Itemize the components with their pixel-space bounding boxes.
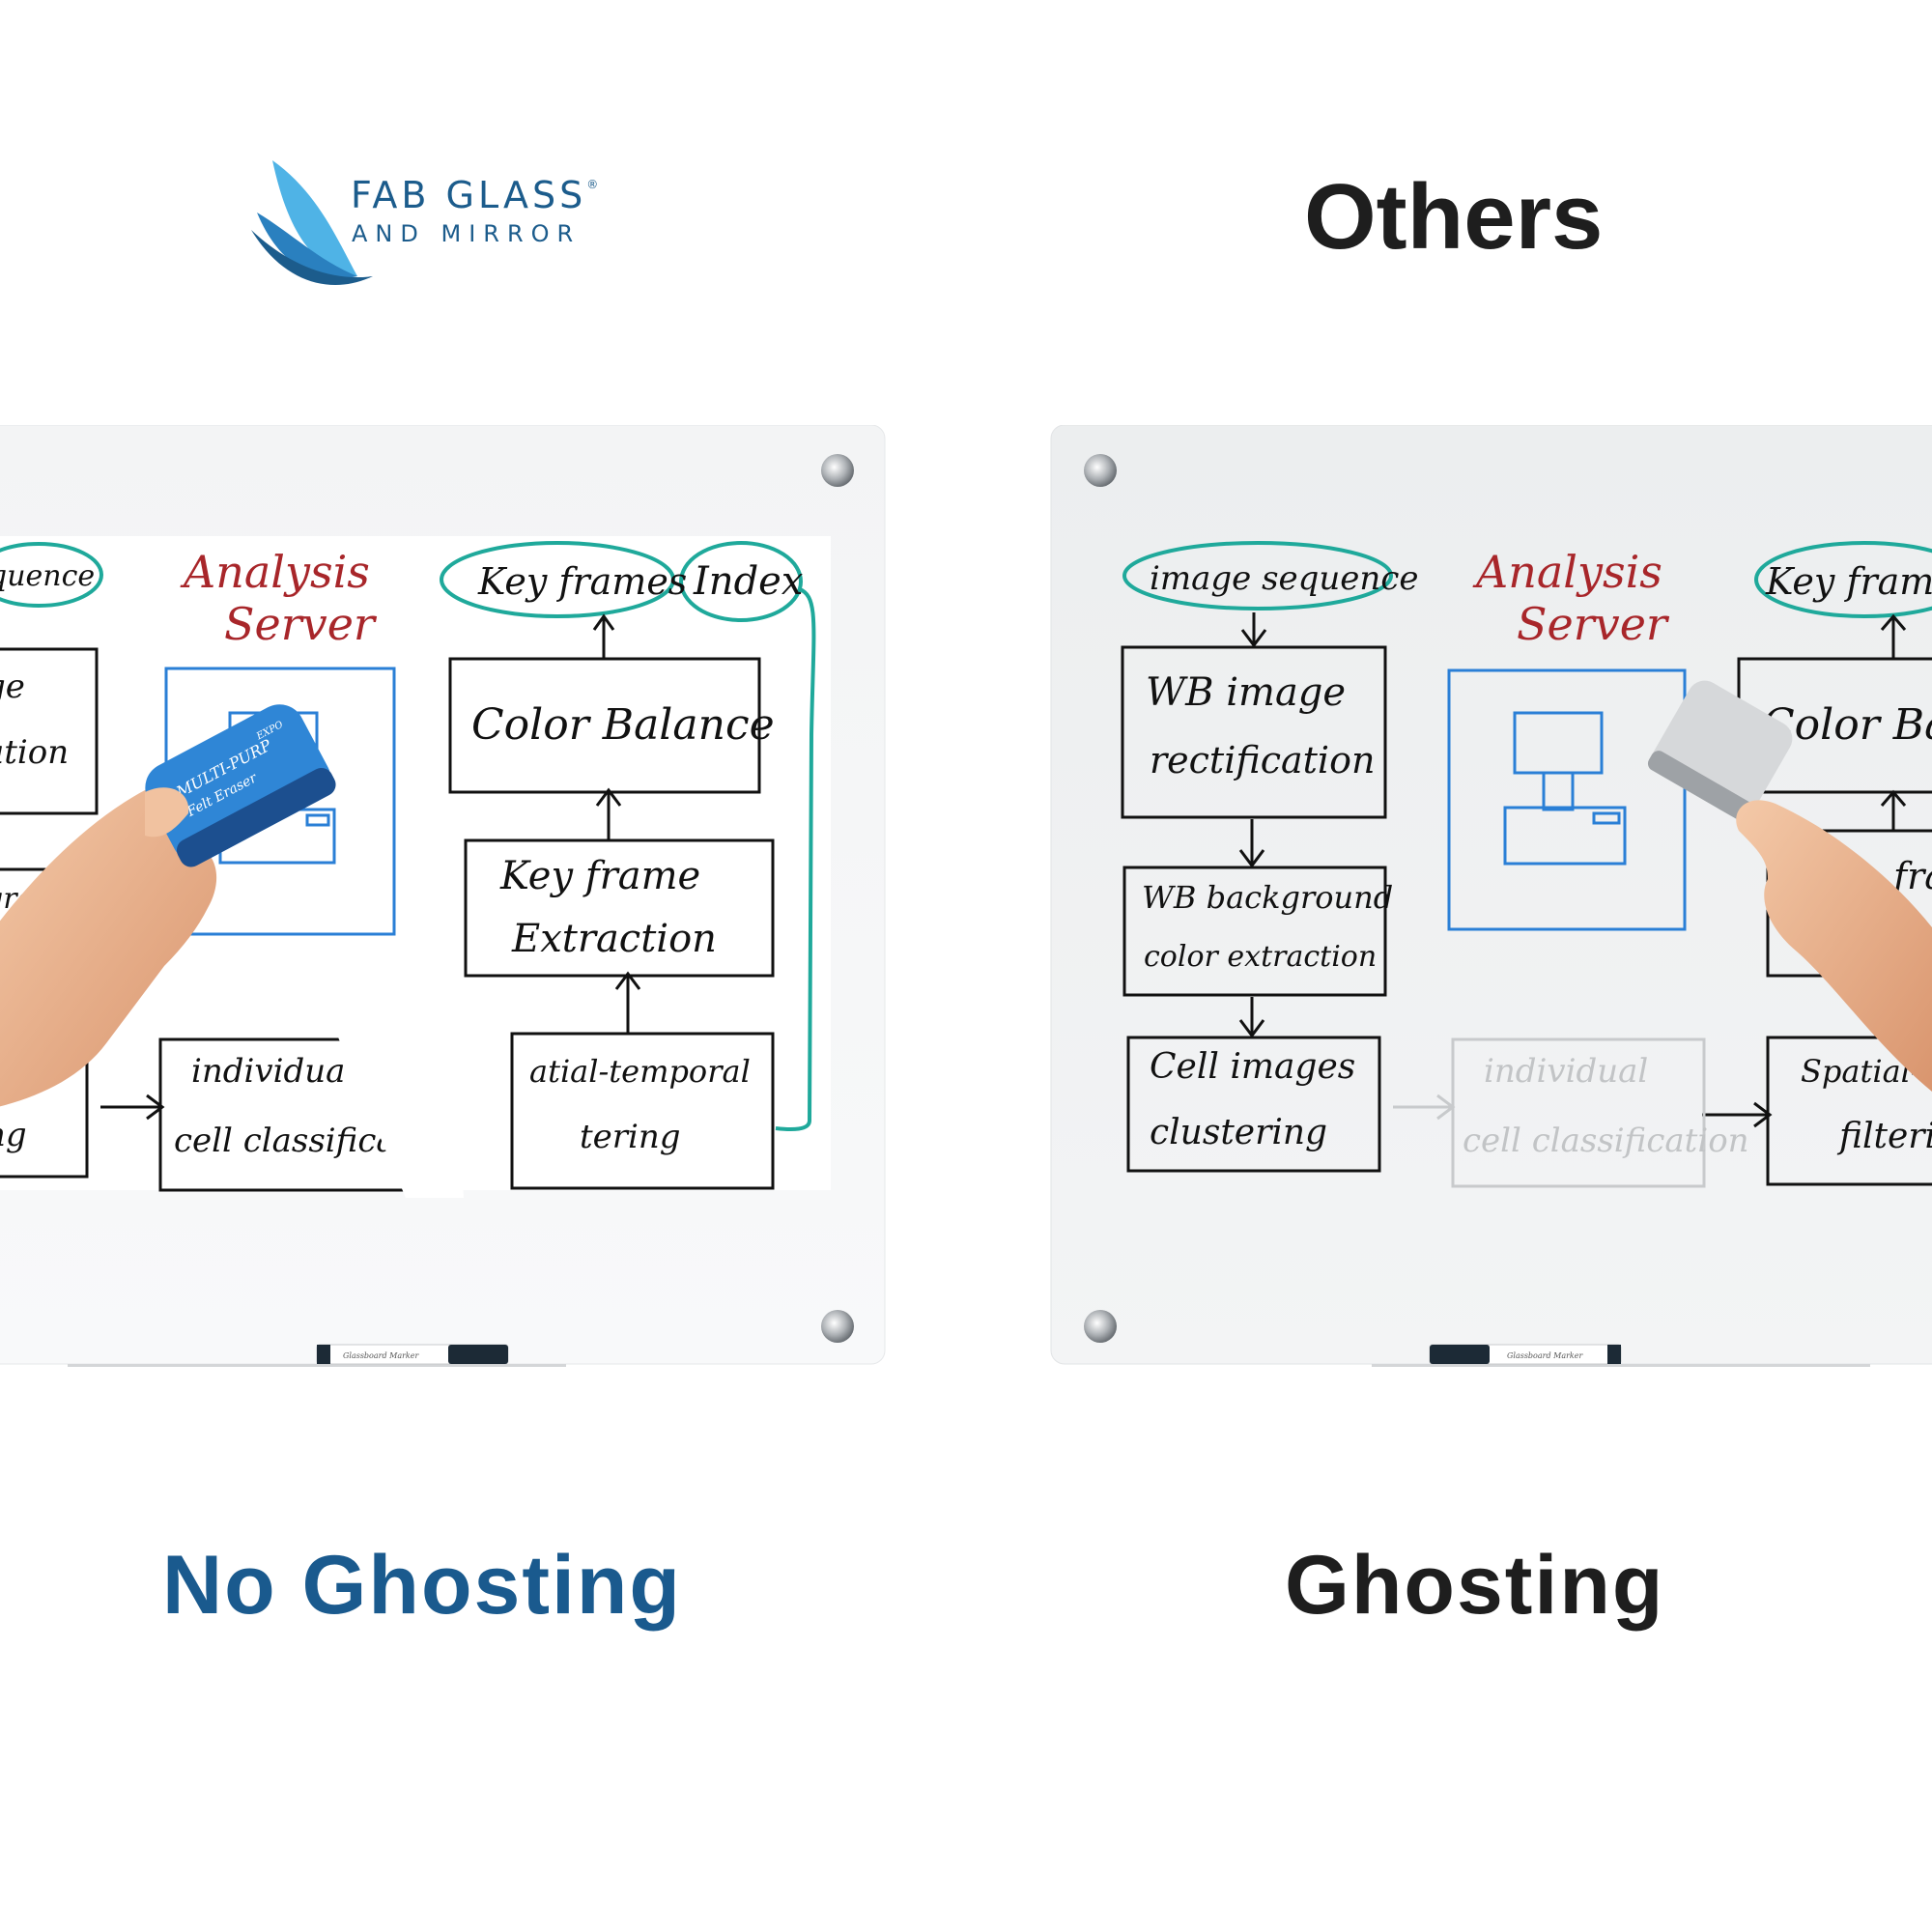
marker-label: Glassboard Marker: [1507, 1351, 1583, 1360]
ghosting-label: Ghosting: [1285, 1539, 1665, 1632]
box-label: Color Balance: [471, 700, 775, 750]
screw-icon: [1084, 454, 1117, 487]
oval-label: image sequence: [1150, 559, 1419, 598]
brand-logo: FAB GLASS® AND MIRROR: [251, 155, 638, 290]
box-label: ge: [0, 668, 25, 706]
hand-with-eraser-icon: MULTI-PURP Felt Eraser EXPO: [0, 704, 336, 1107]
box-label: WB background: [1142, 879, 1393, 916]
screw-icon: [1084, 1310, 1117, 1343]
wave-logo-icon: [251, 160, 373, 286]
server-title: Analysis: [180, 546, 370, 598]
marker-label: Glassboard Marker: [343, 1351, 419, 1360]
box-label: tering: [580, 1118, 681, 1156]
marker-tray: [1372, 1364, 1870, 1367]
oval-label: Index: [693, 559, 803, 604]
server-computer-icon: [1447, 668, 1687, 931]
box-label: filteri: [1836, 1117, 1932, 1156]
marker-icon: Glassboard Marker: [316, 1344, 509, 1365]
ghost-label: individual: [1484, 1052, 1648, 1091]
box-label: Extraction: [511, 917, 717, 961]
marker-tray: [68, 1364, 566, 1367]
box-label: clustering: [1150, 1113, 1327, 1152]
hand-with-eraser-icon: [1647, 680, 1932, 1092]
oval-label: Key frames: [477, 560, 687, 603]
others-heading: Others: [1304, 165, 1604, 269]
box-label: atial-temporal: [529, 1053, 751, 1090]
box-label: individua: [191, 1052, 345, 1091]
box-label: WB image: [1146, 670, 1346, 715]
no-ghosting-whiteboard: Glassboard Marker quence Key frames Inde…: [0, 425, 966, 1367]
brand-subtitle: AND MIRROR: [352, 220, 582, 247]
no-ghosting-label: No Ghosting: [162, 1539, 682, 1632]
server-title: Server: [224, 598, 378, 650]
box-label: Cell images: [1150, 1047, 1355, 1087]
box-label: color extraction: [1144, 940, 1377, 974]
oval-label: quence: [0, 559, 95, 593]
box-label: ng: [0, 1116, 27, 1154]
box-label: ation: [0, 733, 69, 772]
brand-name: FAB GLASS®: [351, 174, 599, 216]
box-label: Key frame: [499, 854, 700, 898]
box-label: rectification: [1150, 739, 1375, 781]
screw-icon: [821, 1310, 854, 1343]
server-title: Analysis: [1472, 546, 1662, 598]
marker-icon: Glassboard Marker: [1429, 1344, 1622, 1365]
screw-icon: [821, 454, 854, 487]
ghosting-whiteboard: Glassboard Marker image sequence Key fra…: [966, 425, 1932, 1367]
server-title: Server: [1517, 598, 1670, 650]
oval-label: Key frames: [1765, 560, 1932, 603]
ghost-label: cell classification: [1463, 1122, 1749, 1160]
